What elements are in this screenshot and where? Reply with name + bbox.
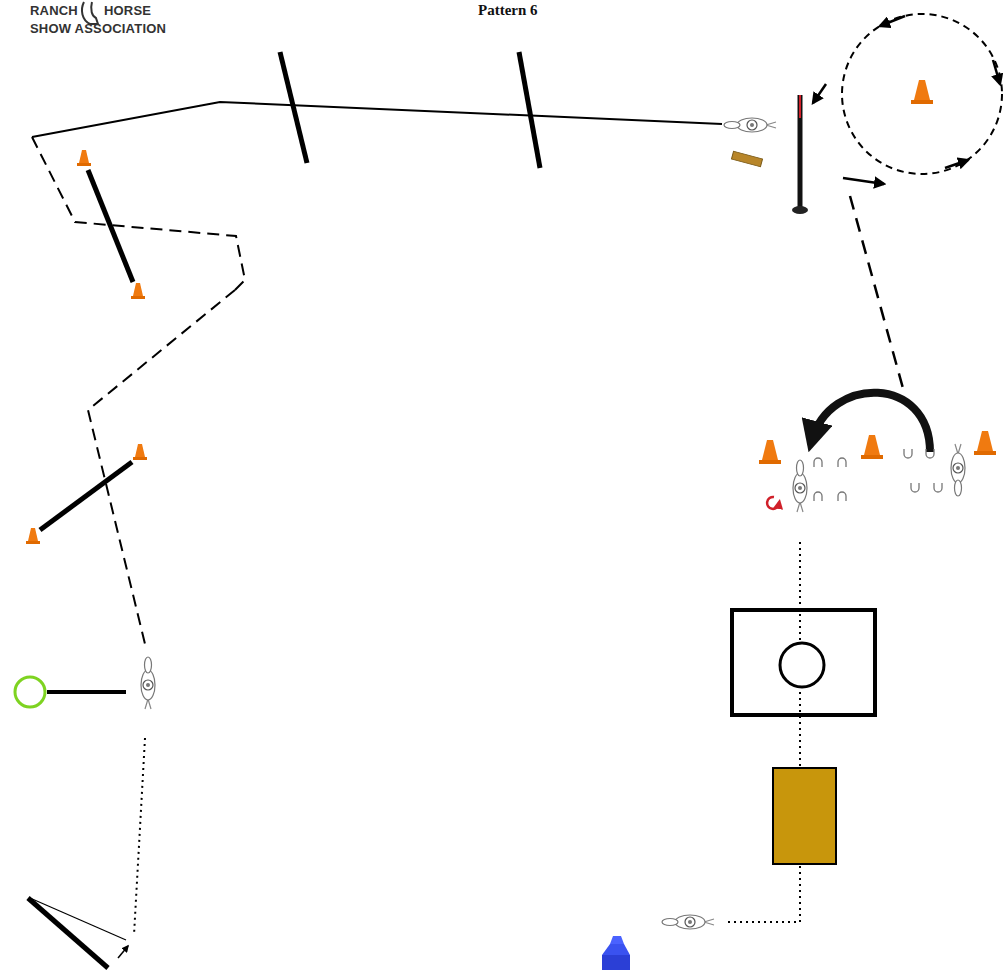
horseshoe — [814, 458, 822, 467]
log — [731, 151, 762, 166]
post-base — [792, 206, 808, 214]
gate-arrow — [118, 946, 128, 958]
post-flag — [799, 95, 801, 118]
horseshoe-group — [814, 449, 942, 501]
cone — [26, 528, 40, 544]
cone — [759, 440, 781, 464]
logo-text: SHOW ASSOCIATION — [30, 21, 166, 36]
spin-arrow — [767, 497, 779, 509]
horse-icon — [141, 657, 155, 709]
cone — [133, 444, 147, 460]
horseshoe — [838, 458, 846, 467]
route-dashed — [88, 290, 235, 648]
cone — [861, 435, 883, 459]
ground-pole — [88, 170, 133, 282]
direction-arrow — [945, 160, 968, 168]
horseshoe — [911, 483, 919, 492]
pattern-title: Pattern 6 — [478, 2, 538, 19]
horseshoe — [814, 492, 822, 501]
cone — [911, 80, 933, 104]
horseshoe — [934, 483, 942, 492]
horseshoe — [926, 449, 934, 458]
logo-horse-head — [82, 2, 98, 24]
horseshoe — [904, 449, 912, 458]
rope-loop — [15, 677, 45, 707]
route-dashed — [850, 196, 904, 392]
direction-arrow — [993, 60, 1000, 84]
logo-text: RANCH — [30, 3, 78, 18]
box — [732, 610, 875, 715]
cone — [974, 431, 996, 455]
gate — [28, 898, 108, 968]
horse-icon — [951, 444, 965, 496]
post — [798, 95, 803, 208]
logo-text: HORSE — [104, 3, 151, 18]
route-dashed — [32, 137, 245, 290]
cone — [131, 283, 145, 299]
direction-arrow — [880, 16, 905, 26]
route-dotted — [134, 738, 145, 935]
route-line — [32, 102, 722, 137]
mounting-block — [602, 936, 630, 970]
direction-arrow — [843, 178, 884, 184]
ground-pole — [40, 462, 132, 530]
ground-pole — [280, 52, 307, 163]
direction-arrow — [813, 84, 826, 103]
horse-icon — [793, 460, 807, 512]
horse-icon — [662, 915, 714, 929]
rope-line — [47, 690, 126, 694]
horse-icon — [724, 118, 776, 132]
bridge — [773, 768, 836, 864]
cone — [77, 150, 91, 166]
ground-pole — [519, 52, 540, 168]
horseshoe — [838, 492, 846, 501]
box-circle — [780, 643, 824, 687]
gate-swing — [30, 898, 126, 940]
circle-path — [842, 14, 1002, 174]
